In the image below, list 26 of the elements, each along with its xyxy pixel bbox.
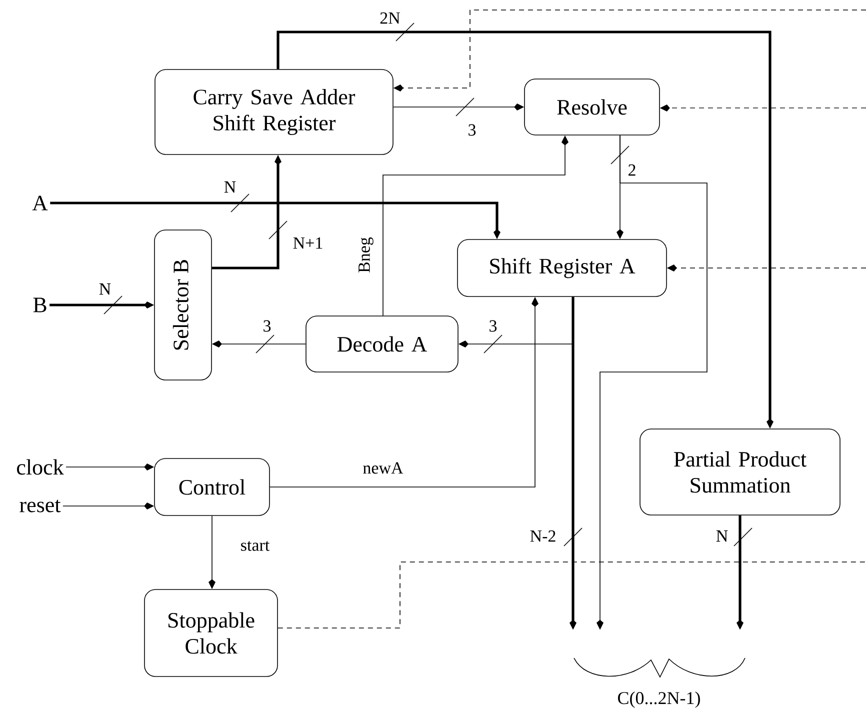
edge-label: 3 [262,319,272,333]
edge-label: 3 [466,123,478,137]
edge-label: newA [362,461,404,475]
edge-label: 3 [488,319,498,333]
edge-label: 2N [378,11,402,25]
output-label: C(0...2N-1) [618,692,700,708]
edge-label: N [98,282,112,296]
signal-label: B [33,298,46,312]
edge-label: N [222,180,238,194]
edge-label: N [714,529,730,543]
edge-label: 2 [626,163,638,177]
edge-label: N+1 [292,236,324,250]
block-box: Control [154,458,270,516]
edge-label: start [239,540,271,552]
block-box: Carry Save Adder Shift Register [154,69,394,155]
edge-label: N-2 [528,529,558,543]
block-box: Resolve [524,78,660,136]
block-box: Selector B [154,230,212,380]
edge-label: Bneg [358,236,374,274]
block-box: Shift Register A [457,239,667,297]
signal-label: clock [17,459,64,475]
block-box: Partial Product Summation [640,428,840,516]
signal-label: A [32,196,48,210]
block-box: Decode A [306,316,458,372]
signal-label: reset [20,500,61,512]
block-box: Stoppable Clock [144,589,278,677]
